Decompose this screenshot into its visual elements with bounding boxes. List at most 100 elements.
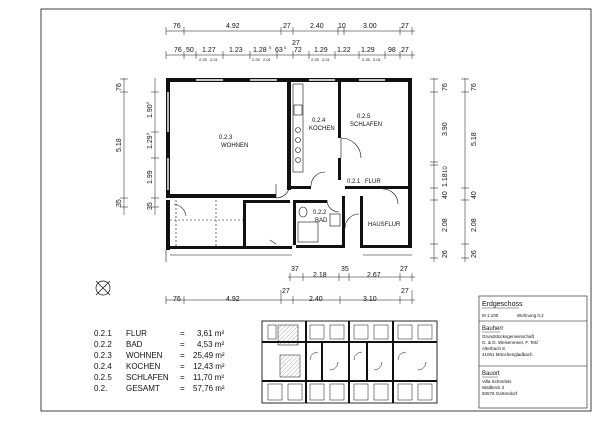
dim-bottom-1: 4.92 bbox=[226, 296, 240, 303]
title-block-site-line-1: Waltbeck 3 bbox=[482, 385, 505, 390]
legend-area-4: 11,70 m² bbox=[193, 373, 224, 382]
dim-top2-sub-3: 2.01 bbox=[263, 57, 272, 62]
dim-bottom-0: 76 bbox=[173, 296, 181, 303]
room-kochen-id: 0.2.4 bbox=[312, 118, 326, 124]
title-block-client-line-3: 41061 Mönchengladbach bbox=[482, 352, 533, 357]
room-bad-name: BAD bbox=[315, 218, 328, 224]
legend-eq-5: = bbox=[180, 384, 185, 393]
title-block-client-line-1: G. & D. Weisenmeer, F. Tetz bbox=[482, 340, 539, 345]
legend-name-5: GESAMT bbox=[126, 384, 160, 393]
dim-mid-2: 35 bbox=[341, 266, 349, 273]
dim-top2-sub-1: 2.01 bbox=[210, 57, 219, 62]
dim-left-inner-4: 1.99 bbox=[147, 170, 154, 184]
dim-top2-sub-2: 2.25 bbox=[252, 57, 261, 62]
north-arrow-icon bbox=[95, 280, 111, 296]
dim-right-inner-3: 1.18 bbox=[442, 173, 449, 187]
title-block-client-heading: Bauherr bbox=[482, 326, 503, 332]
dim-right-outer-2: 40 bbox=[471, 191, 478, 199]
dim-chain-mid bbox=[288, 273, 415, 281]
dim-left-inner-2: 1.29 bbox=[147, 135, 154, 149]
title-block-site-heading: Bauort bbox=[482, 371, 500, 377]
legend-id-3: 0.2.4 bbox=[94, 362, 112, 371]
legend-name-3: KOCHEN bbox=[126, 362, 160, 371]
dim-right-outer-0: 76 bbox=[471, 83, 478, 91]
dim-top2-8: 27 bbox=[292, 40, 300, 47]
dim-right-inner-0: 76 bbox=[442, 83, 449, 91]
legend-eq-2: = bbox=[180, 351, 185, 360]
room-schlafen-id: 0.2.5 bbox=[357, 114, 371, 120]
room-kochen-name: KOCHEN bbox=[309, 126, 335, 132]
dim-mid-0: 37 bbox=[291, 266, 299, 273]
title-block-title: Erdgeschoss bbox=[482, 301, 523, 308]
title-block-unit: Wohnung 0.2 bbox=[517, 313, 544, 318]
dim-top2-sub-5: 2.01 bbox=[322, 57, 331, 62]
dim-top2-1: 50 bbox=[186, 47, 194, 54]
title-block-frame bbox=[478, 295, 588, 409]
area-legend: 0.2.1 FLUR = 3,61 m² 0.2.2 BAD = 4,53 m²… bbox=[94, 329, 225, 393]
dim-left-outer-0: 76 bbox=[116, 83, 123, 91]
legend-id-4: 0.2.5 bbox=[94, 373, 112, 382]
legend-eq-4: = bbox=[180, 373, 185, 382]
plan-detail-lines bbox=[165, 78, 412, 262]
dim-mid-3: 2.67 bbox=[367, 272, 381, 279]
dim-top2-6: 63 bbox=[275, 47, 283, 54]
legend-name-1: BAD bbox=[126, 340, 143, 349]
dim-chain-top-2 bbox=[165, 51, 415, 59]
plan-walls bbox=[166, 78, 412, 250]
legend-eq-3: = bbox=[180, 362, 185, 371]
dim-chain-right-inner bbox=[430, 78, 438, 262]
dim-left-inner-0: 1.90 bbox=[147, 104, 154, 118]
room-bad-id: 0.2.2 bbox=[313, 210, 327, 216]
legend-eq-0: = bbox=[180, 329, 185, 338]
dim-top2-11: 1.22 bbox=[337, 47, 351, 54]
dim-top1-0: 76 bbox=[173, 23, 181, 30]
legend-area-2: 25,49 m² bbox=[193, 351, 225, 360]
dim-top1-5: 3.00 bbox=[363, 23, 377, 30]
dim-top2-sub-6: 2.26 bbox=[362, 57, 371, 62]
title-block-scale: M 1:100 bbox=[482, 313, 499, 318]
dim-left-outer-2: 35 bbox=[116, 199, 123, 207]
dim-right-outer-4: 26 bbox=[471, 250, 478, 258]
dim-top2-2: 1.27 bbox=[202, 47, 216, 54]
room-hausflur-name: HAUSFLUR bbox=[368, 222, 401, 228]
dim-top2-5: 5 bbox=[269, 45, 272, 50]
dim-top1-6: 27 bbox=[401, 23, 409, 30]
dim-top2-14: 27 bbox=[401, 47, 409, 54]
sheet-border bbox=[40, 8, 592, 412]
dim-mid-4: 27 bbox=[400, 266, 408, 273]
dim-left-outer-1: 5.18 bbox=[116, 138, 123, 152]
dim-top2-9: 72 bbox=[294, 47, 302, 54]
dim-chain-left-outer bbox=[120, 78, 128, 215]
title-block-client-line-0: Grundstücksgemeinschaft bbox=[482, 334, 535, 339]
dim-top2-10: 1.29 bbox=[314, 47, 328, 54]
dim-chain-left-inner bbox=[151, 78, 159, 215]
dim-top2-sub-7: 2.01 bbox=[373, 57, 382, 62]
dim-right-outer-3: 2.08 bbox=[471, 218, 478, 232]
dim-top2-4: 1.28 bbox=[253, 47, 267, 54]
dim-top2-7: 5 bbox=[284, 45, 287, 50]
dim-right-inner-1: 3.90 bbox=[442, 122, 449, 136]
dim-top1-1: 4.92 bbox=[226, 23, 240, 30]
legend-id-5: 0.2. bbox=[94, 384, 107, 393]
legend-id-2: 0.2.3 bbox=[94, 351, 112, 360]
dim-left-inner-3: 5 bbox=[145, 132, 150, 135]
room-flur-name: FLUR bbox=[365, 179, 381, 185]
legend-name-0: FLUR bbox=[126, 329, 147, 338]
dim-left-inner-5: 35 bbox=[147, 202, 154, 210]
dim-chain-bottom bbox=[165, 290, 415, 304]
room-wohnen-id: 0.2.3 bbox=[219, 135, 233, 141]
title-block-site-line-2: 50676 Gartendorf bbox=[482, 391, 518, 396]
dim-top2-13: 98 bbox=[388, 47, 396, 54]
legend-id-0: 0.2.1 bbox=[94, 329, 112, 338]
legend-id-1: 0.2.2 bbox=[94, 340, 112, 349]
dim-chain-top-1 bbox=[165, 27, 415, 35]
dim-bottom-3: 2.40 bbox=[309, 296, 323, 303]
dim-bottom-4: 3.10 bbox=[363, 296, 377, 303]
dim-right-inner-6: 26 bbox=[442, 250, 449, 258]
room-schlafen-name: SCHLAFEN bbox=[350, 122, 382, 128]
legend-area-3: 12,43 m² bbox=[193, 362, 225, 371]
title-block-client-line-2: Alterbach 8 bbox=[482, 346, 505, 351]
dim-top2-12: 1.29 bbox=[361, 47, 375, 54]
